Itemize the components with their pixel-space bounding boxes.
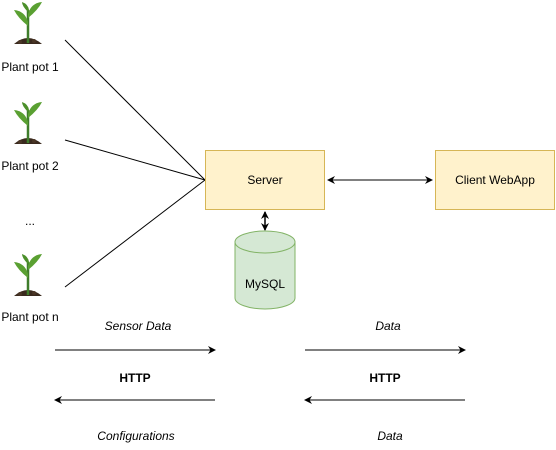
database-icon — [234, 230, 296, 310]
database-label: MySQL — [244, 277, 286, 291]
ellipsis-label: ... — [24, 214, 36, 228]
plant-pot-label: Plant pot 1 — [1, 60, 59, 74]
sprout-icon — [14, 102, 42, 144]
data-in-label: Data — [377, 429, 403, 443]
sprout-icon — [14, 254, 42, 296]
sensor-data-label: Sensor Data — [104, 319, 172, 333]
plant-pot-label: Plant pot 2 — [1, 159, 59, 173]
client-webapp-label: Client WebApp — [455, 173, 535, 187]
plant-pot-label: Plant pot n — [1, 310, 59, 324]
configurations-label: Configurations — [97, 429, 175, 443]
http-label-left: HTTP — [119, 371, 151, 385]
sprout-icon — [14, 2, 42, 44]
connector-pot-n-server — [64, 179, 206, 288]
server-label: Server — [247, 173, 283, 187]
http-label-right: HTTP — [369, 371, 401, 385]
data-out-label: Data — [375, 319, 401, 333]
connector-pot-2-server — [64, 139, 206, 181]
client-webapp-box: Client WebApp — [435, 150, 555, 210]
connector-pot-1-server — [64, 39, 206, 181]
server-box: Server — [205, 150, 325, 210]
